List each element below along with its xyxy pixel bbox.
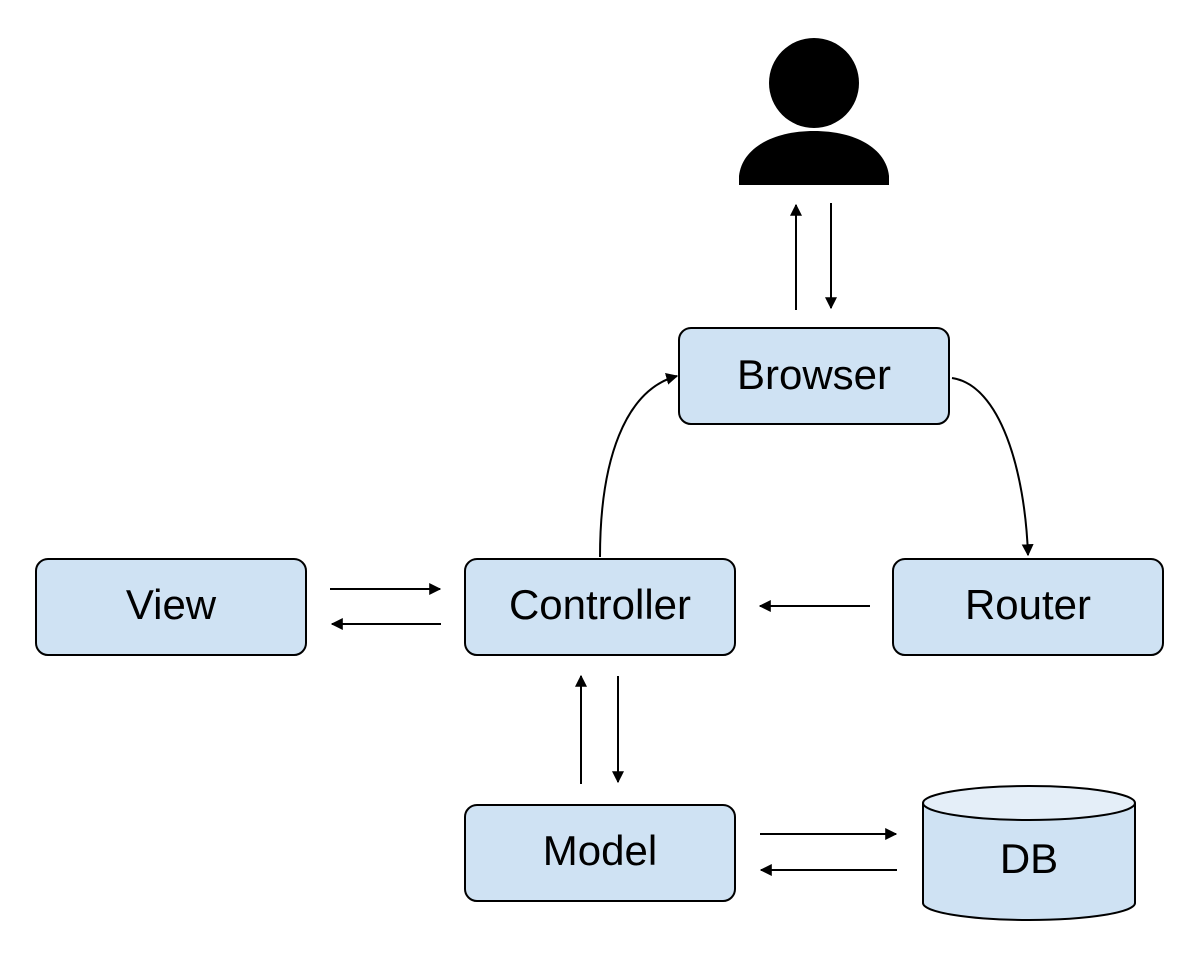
controller-label: Controller [509,581,691,628]
user-icon [739,38,889,185]
router-node: Router [892,558,1164,656]
arrow-browser-to-router [951,377,1034,557]
browser-label: Browser [737,351,891,398]
view-node: View [35,558,307,656]
model-label: Model [543,827,657,874]
browser-node: Browser [678,327,950,425]
controller-node: Controller [464,558,736,656]
view-label: View [126,581,217,628]
db-label: DB [1000,835,1058,882]
router-label: Router [965,581,1091,628]
arrow-controller-to-browser [599,373,679,558]
db-node: DB [922,785,1136,921]
model-node: Model [464,804,736,902]
